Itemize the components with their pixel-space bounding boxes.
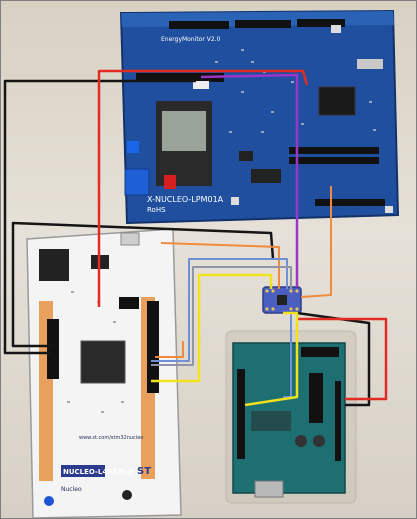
wire-red-right xyxy=(297,317,388,401)
energy-monitor-rohs: RoHS xyxy=(147,206,166,214)
wire-orange-a xyxy=(160,242,280,289)
wire-orange-b xyxy=(300,186,332,298)
wire-yellow-a xyxy=(151,273,273,383)
nucleo-brand: Nucleo xyxy=(61,486,82,493)
energy-monitor-subtitle: EnergyMonitor V2.0 xyxy=(161,36,221,43)
wire-black-loop-left xyxy=(3,79,196,355)
reset-button-icon xyxy=(122,490,132,500)
user-button-icon xyxy=(44,496,54,506)
wire-yellow-b xyxy=(244,311,299,407)
nucleo-url: www.st.com/stm32nucleo xyxy=(79,435,143,441)
energy-monitor-name: X-NUCLEO-LPM01A xyxy=(147,195,224,204)
wire-red-top xyxy=(97,69,309,307)
nucleo-board: www.st.com/stm32nucleo NUCLEO-L4R5ZI-P N… xyxy=(26,228,182,518)
current-sensor-breakout xyxy=(262,286,302,314)
wire-purple xyxy=(200,73,299,287)
nucleo-name: NUCLEO-L4R5ZI-P xyxy=(63,468,133,476)
wires xyxy=(3,69,388,407)
wire-gray-a xyxy=(151,266,292,366)
wire-orange-c xyxy=(155,341,184,358)
wire-blue-a xyxy=(151,258,288,362)
energy-monitor-board: EnergyMonitor V2.0 X-NUCLEO-LPM01A RoHS xyxy=(119,9,400,225)
st-logo: ST xyxy=(137,466,151,477)
arduino-board xyxy=(232,342,346,498)
wire-black-loop-inner xyxy=(11,221,275,348)
